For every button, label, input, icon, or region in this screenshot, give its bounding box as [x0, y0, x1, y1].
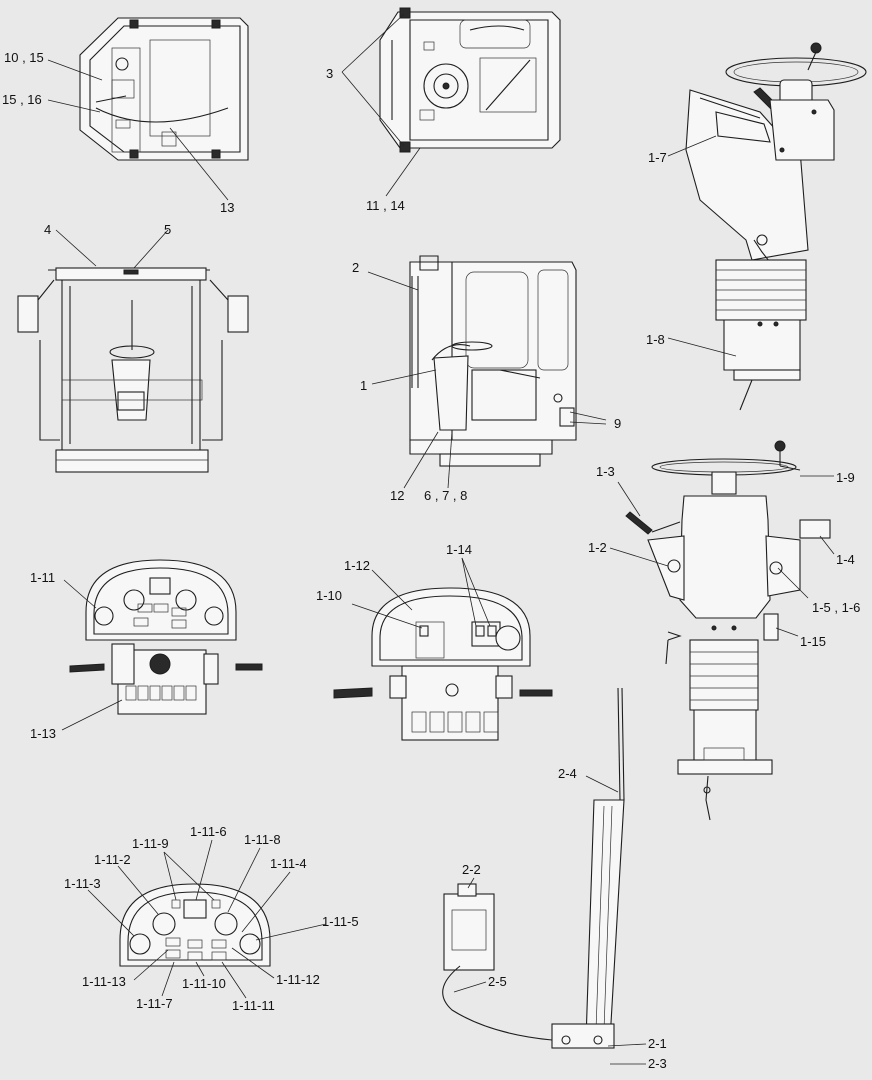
callout-1-12: 1-12	[344, 558, 370, 573]
dashboard-open-view	[333, 587, 553, 741]
callout-1-10: 1-10	[316, 588, 342, 603]
steering-column-upper	[685, 42, 867, 411]
wiper-assembly	[442, 687, 625, 1049]
callout-1-2: 1-2	[588, 540, 607, 555]
callout-10-15: 10 , 15	[4, 50, 44, 65]
callout-2: 2	[352, 260, 359, 275]
callout-2-1: 2-1	[648, 1036, 667, 1051]
callout-4: 4	[44, 222, 51, 237]
callout-1-15: 1-15	[800, 634, 826, 649]
callout-1-9: 1-9	[836, 470, 855, 485]
callout-2-5: 2-5	[488, 974, 507, 989]
callout-1: 1	[360, 378, 367, 393]
cab-top-view	[79, 17, 249, 161]
callout-1-11-13: 1-11-13	[82, 974, 126, 989]
callout-1-3: 1-3	[596, 464, 615, 479]
callout-1-11-9: 1-11-9	[132, 836, 169, 851]
callout-12: 12	[390, 488, 404, 503]
callout-13: 13	[220, 200, 234, 215]
callout-1-11-11: 1-11-11	[232, 998, 275, 1013]
leaders-gauge-detail	[87, 839, 327, 999]
cab-frame-top-view	[379, 7, 561, 153]
callout-2-4: 2-4	[558, 766, 577, 781]
callout-1-11: 1-11	[30, 570, 55, 585]
callout-1-11-4: 1-11-4	[270, 856, 307, 871]
dashboard-front-view	[69, 559, 263, 715]
leaders-dashboard-open	[351, 557, 491, 629]
cab-front-view	[17, 267, 249, 473]
callout-1-4: 1-4	[836, 552, 855, 567]
callout-1-11-3: 1-11-3	[64, 876, 101, 891]
callout-1-11-5: 1-11-5	[322, 914, 359, 929]
callout-15-16: 15 , 16	[2, 92, 42, 107]
callout-1-8: 1-8	[646, 332, 665, 347]
callout-6-7-8: 6 , 7 , 8	[424, 488, 467, 503]
callout-2-2: 2-2	[462, 862, 481, 877]
callout-1-11-12: 1-11-12	[276, 972, 320, 987]
leaders-wiper	[453, 775, 647, 1065]
leaders-steering-lower	[609, 475, 835, 637]
callout-1-11-7: 1-11-7	[136, 996, 173, 1011]
leaders-cab-side	[367, 271, 607, 489]
leaders-cab-top	[47, 59, 229, 201]
callout-2-3: 2-3	[648, 1056, 667, 1071]
steering-column-lower	[625, 440, 831, 821]
callout-1-13: 1-13	[30, 726, 56, 741]
callout-1-14: 1-14	[446, 542, 472, 557]
cab-side-view	[409, 255, 577, 467]
callout-1-5-1-6: 1-5 , 1-6	[812, 600, 860, 615]
callout-1-7: 1-7	[648, 150, 667, 165]
leaders-steering-upper	[667, 135, 737, 357]
callout-labels: 10 , 15 15 , 16 13 3 11 , 14 1-7 4 5 2 1…	[2, 50, 860, 1071]
gauge-panel-detail	[119, 883, 271, 967]
leaders-cab-front	[55, 229, 169, 269]
callout-11-14: 11 , 14	[366, 198, 405, 213]
callout-3: 3	[326, 66, 333, 81]
leaders-cab-frame	[341, 13, 421, 197]
callout-1-11-2: 1-11-2	[94, 852, 131, 867]
callout-5: 5	[164, 222, 171, 237]
leaders-dashboard	[61, 579, 123, 731]
callout-1-11-8: 1-11-8	[244, 832, 281, 847]
callout-9: 9	[614, 416, 621, 431]
callout-1-11-6: 1-11-6	[190, 824, 227, 839]
callout-1-11-10: 1-11-10	[182, 976, 226, 991]
